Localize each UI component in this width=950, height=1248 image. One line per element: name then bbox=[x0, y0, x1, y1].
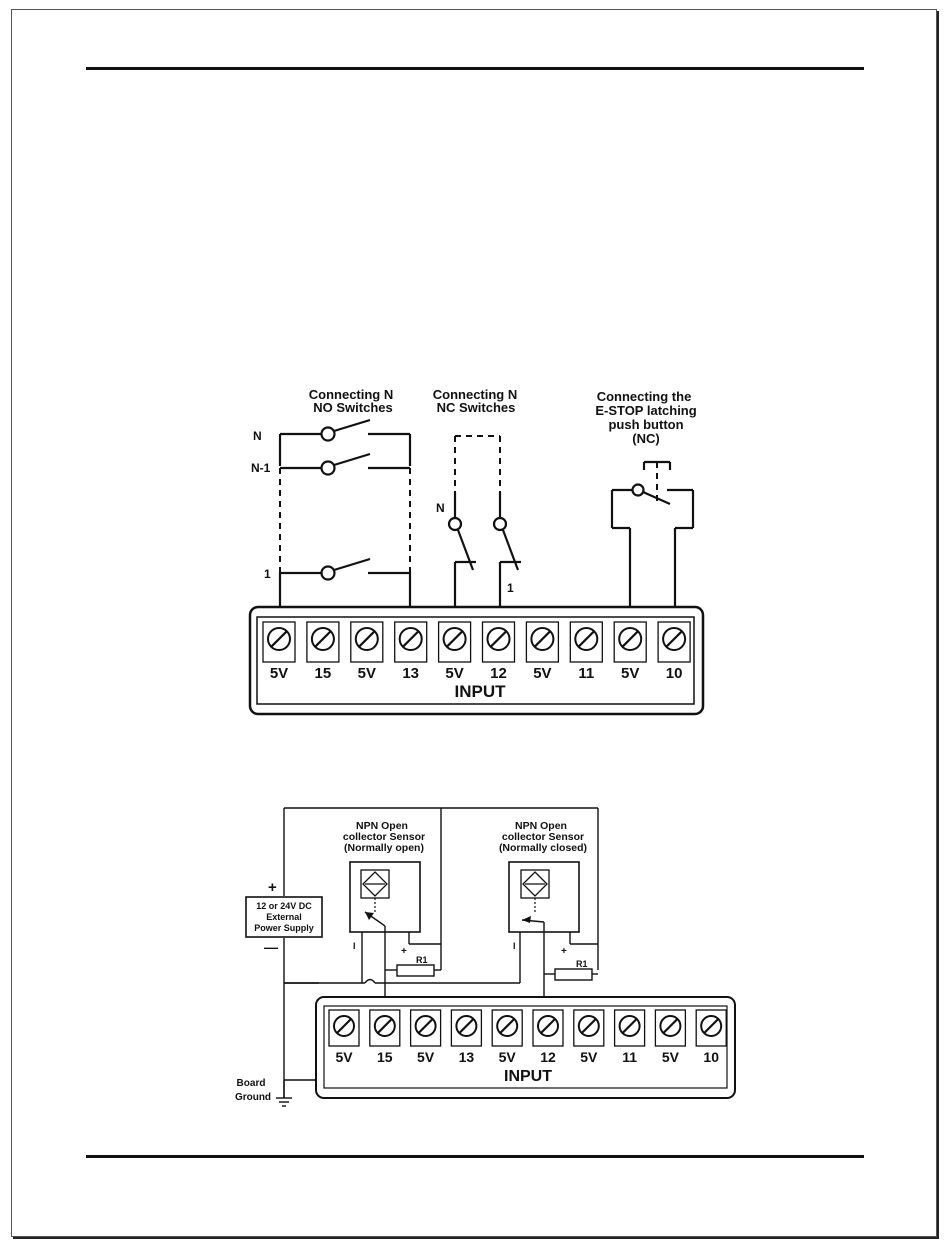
block2-terminal-label: 5V bbox=[499, 1049, 517, 1065]
nc-switches-title-line2: NC Switches bbox=[437, 400, 516, 415]
block1-terminal-7: 5V bbox=[525, 621, 560, 682]
r1-label-right: R1 bbox=[576, 959, 588, 969]
terminal-block-2: 5V 15 5V 13 5V 12 5V 11 5V 10 INPUT bbox=[315, 996, 736, 1099]
terminal-block-1: 5V 15 5V 13 5V 12 5V 11 5V 10 INPUT bbox=[248, 605, 705, 716]
block1-terminal-label: 5V bbox=[445, 665, 463, 682]
block1-terminal-label: 5V bbox=[270, 665, 288, 682]
resistor-r1-left: R1 bbox=[385, 955, 441, 977]
sensor-closed-title-line1: NPN Open bbox=[515, 820, 567, 832]
power-supply-line2: External bbox=[266, 912, 302, 922]
estop-push-button bbox=[610, 460, 695, 628]
block2-terminal-label: 11 bbox=[622, 1049, 637, 1065]
block1-terminal-6: 12 bbox=[481, 621, 516, 682]
estop-title-line1: Connecting the bbox=[597, 389, 692, 404]
block1-terminal-label: 5V bbox=[358, 665, 376, 682]
block1-terminal-label: 12 bbox=[490, 665, 507, 682]
footer-rule bbox=[86, 1155, 864, 1158]
sensor-closed-plus: + bbox=[561, 946, 567, 957]
nc-label-n: N bbox=[436, 501, 445, 515]
block2-terminal-1: 5V bbox=[328, 1009, 360, 1065]
input-label-1: INPUT bbox=[455, 682, 507, 701]
sensor-open-title-line3: (Normally open) bbox=[344, 842, 424, 854]
no-label-1: 1 bbox=[264, 567, 271, 581]
block2-terminal-label: 5V bbox=[417, 1049, 435, 1065]
block1-terminal-5: 5V bbox=[437, 621, 472, 682]
sensor-open-title-line2: collector Sensor bbox=[343, 831, 425, 843]
sensor-open-minus: I bbox=[353, 941, 356, 951]
block2-terminal-10: 10 bbox=[695, 1009, 727, 1065]
block2-terminal-label: 10 bbox=[703, 1049, 719, 1065]
no-switch-n bbox=[280, 418, 410, 442]
block2-terminal-6: 12 bbox=[532, 1009, 564, 1065]
sensor-closed-title-line2: collector Sensor bbox=[502, 831, 584, 843]
nc-label-1: 1 bbox=[507, 581, 514, 595]
board-ground-line2: Ground bbox=[235, 1092, 271, 1103]
wire-crossover bbox=[364, 978, 376, 984]
block2-terminal-5: 5V bbox=[491, 1009, 523, 1065]
no-label-n: N bbox=[253, 429, 262, 443]
block1-terminal-2: 15 bbox=[306, 621, 340, 682]
supply-minus-sign: — bbox=[264, 939, 278, 955]
resistor-r1-right: R1 bbox=[544, 959, 598, 981]
sensor-normally-closed: I + bbox=[508, 808, 599, 1024]
block2-terminal-label: 15 bbox=[377, 1049, 393, 1065]
block1-terminal-label: 5V bbox=[533, 665, 551, 682]
diagram-sensors: NPN Open collector Sensor (Normally open… bbox=[235, 807, 736, 1107]
block2-terminal-8: 11 bbox=[613, 1009, 646, 1065]
sensor-normally-open: I + bbox=[349, 861, 441, 1024]
diagram-switches: Connecting N NO Switches Connecting N NC… bbox=[248, 387, 705, 716]
block2-terminal-2: 15 bbox=[369, 1009, 401, 1065]
block1-terminal-4: 13 bbox=[394, 621, 428, 682]
block1-terminal-1: 5V bbox=[262, 621, 296, 682]
power-supply-line3: Power Supply bbox=[254, 923, 314, 933]
block1-terminal-label: 5V bbox=[621, 665, 639, 682]
block2-terminal-label: 5V bbox=[580, 1049, 598, 1065]
power-supply-line1: 12 or 24V DC bbox=[256, 901, 312, 911]
no-switches-title-line1: Connecting N bbox=[309, 387, 394, 402]
block1-terminal-10: 10 bbox=[657, 621, 691, 682]
block1-terminal-label: 11 bbox=[578, 665, 594, 682]
page-frame bbox=[11, 9, 937, 1237]
block2-terminal-label: 5V bbox=[662, 1049, 680, 1065]
r1-label-left: R1 bbox=[416, 955, 428, 965]
block2-terminal-label: 12 bbox=[540, 1049, 556, 1065]
block2-terminal-9: 5V bbox=[654, 1009, 687, 1065]
block1-terminal-8: 11 bbox=[569, 621, 603, 682]
no-switch-n-minus-1 bbox=[280, 452, 410, 476]
block1-terminal-3: 5V bbox=[350, 621, 384, 682]
block1-terminal-9: 5V bbox=[613, 621, 647, 682]
block2-terminal-label: 13 bbox=[459, 1049, 475, 1065]
sensor-open-plus: + bbox=[401, 946, 407, 957]
block1-terminal-label: 15 bbox=[315, 665, 332, 682]
no-switches-title-line2: NO Switches bbox=[313, 400, 392, 415]
block2-terminal-label: 5V bbox=[335, 1049, 353, 1065]
block2-terminal-3: 5V bbox=[409, 1009, 442, 1065]
supply-plus-sign: + bbox=[268, 879, 277, 896]
block1-terminal-label: 13 bbox=[402, 665, 419, 682]
block2-terminal-7: 5V bbox=[573, 1009, 605, 1065]
estop-title-line4: (NC) bbox=[632, 431, 659, 446]
sensor-closed-title-line3: (Normally closed) bbox=[499, 842, 587, 854]
input-label-2: INPUT bbox=[504, 1068, 552, 1085]
nc-switch-1 bbox=[492, 492, 521, 628]
sensor-open-title-line1: NPN Open bbox=[356, 820, 408, 832]
sensor-closed-minus: I bbox=[513, 941, 516, 951]
no-switch-1 bbox=[280, 557, 410, 581]
estop-title-line2: E-STOP latching bbox=[595, 403, 696, 418]
block2-terminal-4: 13 bbox=[450, 1009, 483, 1065]
board-ground-line1: Board bbox=[237, 1078, 266, 1089]
power-supply-box: + 12 or 24V DC External Power Supply — bbox=[245, 879, 323, 955]
estop-title-line3: push button bbox=[608, 417, 683, 432]
board-ground: Board Ground bbox=[235, 1078, 319, 1107]
block1-terminal-label: 10 bbox=[666, 665, 683, 682]
nc-switches-title-line1: Connecting N bbox=[433, 387, 518, 402]
no-label-n-minus-1: N-1 bbox=[251, 461, 271, 475]
header-rule bbox=[86, 67, 864, 70]
